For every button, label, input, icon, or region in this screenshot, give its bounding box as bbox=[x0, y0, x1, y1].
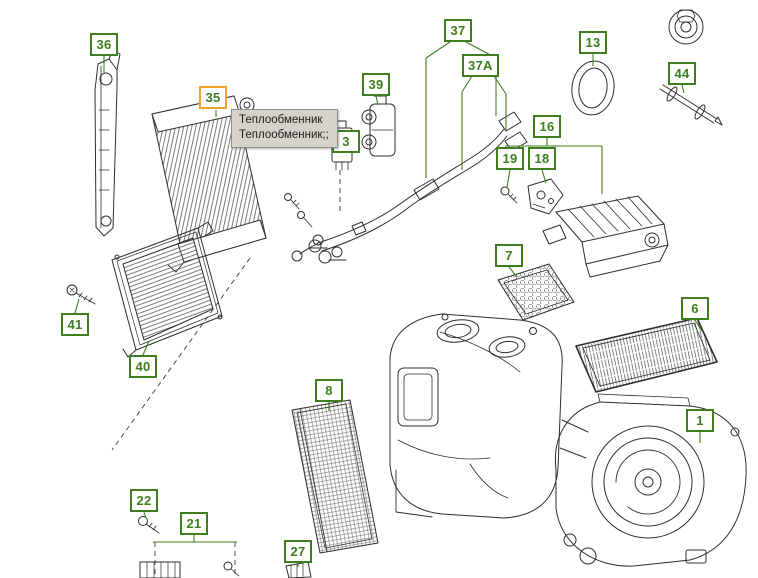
part-label-13[interactable]: 13 bbox=[579, 31, 607, 54]
tooltip-line-1: Теплообменник bbox=[239, 114, 323, 126]
bolt-22-drawing bbox=[138, 516, 160, 534]
part-label-40[interactable]: 40 bbox=[129, 355, 157, 378]
screw-19-drawing bbox=[500, 186, 518, 204]
part-label-22[interactable]: 22 bbox=[130, 489, 158, 512]
tooltip-line-2: Теплообменник;; bbox=[239, 129, 329, 141]
valve-39-drawing bbox=[361, 95, 396, 157]
filter-8-drawing bbox=[291, 399, 379, 554]
bracket-27-drawing bbox=[285, 561, 312, 578]
part-label-18[interactable]: 18 bbox=[528, 147, 556, 170]
part-label-37[interactable]: 37 bbox=[444, 19, 472, 42]
bracket-36-drawing bbox=[94, 49, 121, 237]
leader-lines bbox=[74, 41, 703, 567]
part-label-36[interactable]: 36 bbox=[90, 33, 118, 56]
part-label-37a[interactable]: 37A bbox=[462, 54, 499, 77]
part-label-8[interactable]: 8 bbox=[315, 379, 343, 402]
dust-filter-6-drawing bbox=[575, 317, 718, 393]
part-label-6[interactable]: 6 bbox=[681, 297, 709, 320]
part-label-16[interactable]: 16 bbox=[533, 115, 561, 138]
gasket-7-drawing bbox=[497, 263, 575, 321]
bracket-18-drawing bbox=[527, 178, 564, 215]
blower-housing-1-drawing bbox=[554, 393, 747, 567]
part-label-44[interactable]: 44 bbox=[668, 62, 696, 85]
bolt-41-drawing bbox=[66, 284, 96, 305]
intake-housing-16-drawing bbox=[542, 195, 669, 278]
part-label-35-selected[interactable]: 35 bbox=[199, 86, 227, 109]
part-label-41[interactable]: 41 bbox=[61, 313, 89, 336]
grommet-drawing bbox=[668, 9, 704, 45]
part-label-27[interactable]: 27 bbox=[284, 540, 312, 563]
seal-ring-13-drawing bbox=[571, 60, 615, 116]
part-label-21[interactable]: 21 bbox=[180, 512, 208, 535]
part-label-1[interactable]: 1 bbox=[686, 409, 714, 432]
part-label-39[interactable]: 39 bbox=[362, 73, 390, 96]
part-tooltip: Теплообменник Теплообменник;; bbox=[231, 109, 338, 148]
hvac-case-drawing bbox=[389, 313, 589, 519]
part-label-19[interactable]: 19 bbox=[496, 147, 524, 170]
assembly-axes bbox=[111, 170, 341, 574]
part-label-7[interactable]: 7 bbox=[495, 244, 523, 267]
pin-44-drawing bbox=[659, 84, 723, 126]
bottom-parts-21-drawing bbox=[139, 561, 240, 578]
